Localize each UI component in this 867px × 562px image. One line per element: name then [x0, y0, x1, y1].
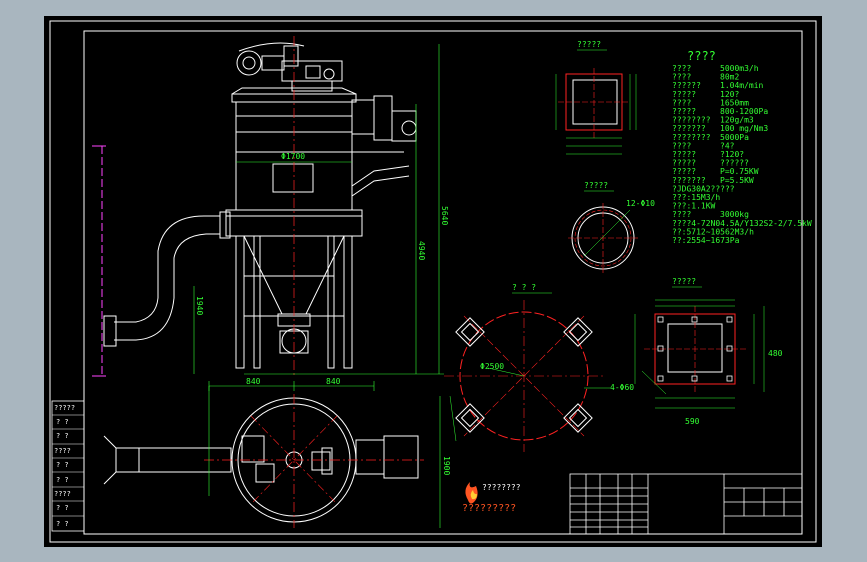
- spec-label: ?????: [672, 150, 696, 159]
- spec-label: ??:5712~10562M3/h: [672, 227, 754, 236]
- spec-value: ?4?: [720, 141, 735, 150]
- spec-label: ????: [672, 210, 691, 219]
- dim-diameter-main: Φ1700: [281, 152, 305, 161]
- top-flange-view[interactable]: [555, 68, 637, 155]
- spec-value: P=0.75KW: [720, 167, 759, 176]
- spec-label: ??:2554~1673Pa: [672, 236, 740, 245]
- spec-value: 120?: [720, 90, 739, 99]
- dim-plan-height: 1900: [442, 456, 451, 475]
- spec-value: 800-1200Pa: [720, 107, 768, 116]
- spec-label: ????: [672, 64, 691, 73]
- inner-border: [83, 30, 803, 535]
- ring-hole-note: 12-Φ10: [626, 199, 655, 208]
- dim-plan-width-2: 840: [326, 377, 341, 386]
- front-dimensions: [193, 44, 444, 375]
- foundation-view[interactable]: [444, 300, 610, 452]
- front-elevation-view[interactable]: [103, 42, 417, 369]
- spec-label: ???:15M3/h: [672, 193, 720, 202]
- spec-value: P=5.5KW: [720, 176, 754, 185]
- foundation-diameter: Φ2500: [480, 362, 504, 371]
- spec-label: ?????: [672, 159, 696, 168]
- logo-text: ????????: [482, 483, 521, 492]
- outer-border: [49, 20, 817, 543]
- spec-label: ??????: [672, 81, 701, 90]
- outlet-flange-width: 590: [685, 417, 700, 426]
- left-table-cell: ????: [54, 490, 71, 498]
- logo-subtitle: ?????????: [462, 503, 516, 514]
- spec-value: 1650mm: [720, 98, 749, 107]
- spec-label: ????4-72N04.5A/Y132S2-2/7.5kW: [672, 219, 812, 228]
- outlet-flange-view[interactable]: [634, 299, 765, 409]
- top-flange-title: ?????: [577, 40, 601, 49]
- left-table-cell: ? ?: [56, 418, 69, 426]
- spec-value: 100 mg/Nm3: [720, 124, 768, 133]
- spec-value: 3000kg: [720, 210, 749, 219]
- dim-leg-height: 1940: [195, 296, 204, 315]
- foundation-holes: 4-Φ60: [610, 383, 634, 392]
- spec-label: ?????: [672, 90, 696, 99]
- foundation-title: ? ? ?: [512, 283, 536, 292]
- plan-dimensions: [208, 381, 441, 528]
- outlet-flange-height: 480: [768, 349, 783, 358]
- spec-label: ????: [672, 141, 691, 150]
- dim-side-height: 4940: [417, 241, 426, 260]
- left-table-cell: ? ?: [56, 461, 69, 469]
- spec-value: 120g/m3: [720, 116, 754, 125]
- dim-plan-width-1: 840: [246, 377, 261, 386]
- logo: [465, 482, 478, 504]
- spec-value: 80m2: [720, 73, 739, 82]
- cad-drawing-canvas[interactable]: ????? ? ? ? ? ???? ? ? ? ? ???? ? ? ? ?: [44, 16, 822, 547]
- ring-title: ?????: [584, 181, 608, 190]
- drawing-viewport[interactable]: ????? ? ? ? ? ???? ? ? ? ? ???? ? ? ? ?: [44, 16, 822, 547]
- left-table-cell: ????: [54, 447, 71, 455]
- spec-label: ????: [672, 73, 691, 82]
- spec-label: ????????: [672, 116, 711, 125]
- spec-label: ?????: [672, 167, 696, 176]
- left-revision-table: ????? ? ? ? ? ???? ? ? ? ? ???? ? ? ? ?: [51, 400, 85, 532]
- spec-value: 5000Pa: [720, 133, 749, 142]
- spec-label: ?????: [672, 107, 696, 116]
- spec-label: ???:1.1KW: [672, 202, 716, 211]
- left-table-cell: ? ?: [56, 504, 69, 512]
- spec-value: 5000m3/h: [720, 64, 759, 73]
- spec-title: ????: [687, 49, 716, 63]
- left-table-cell: ?????: [54, 404, 75, 412]
- spec-label: ???????: [672, 176, 706, 185]
- spec-label: ???????: [672, 124, 706, 133]
- spec-value: ?120?: [720, 150, 744, 159]
- left-table-cell: ? ?: [56, 476, 69, 484]
- left-table-cell: ? ?: [56, 432, 69, 440]
- spec-table: ???? 5000m3/h???? 80m2?????? 1.04m/min?????…: [672, 64, 812, 245]
- spec-label: ????: [672, 98, 691, 107]
- title-block: [569, 473, 803, 535]
- spec-label: ?JDG30A2?????: [672, 184, 735, 193]
- spec-value: ??????: [720, 159, 749, 168]
- left-table-cell: ? ?: [56, 520, 69, 528]
- dim-total-height: 5640: [440, 206, 449, 225]
- ring-view[interactable]: [568, 203, 638, 273]
- spec-label: ????????: [672, 133, 711, 142]
- spec-value: 1.04m/min: [720, 81, 764, 90]
- outlet-flange-title: ?????: [672, 277, 696, 286]
